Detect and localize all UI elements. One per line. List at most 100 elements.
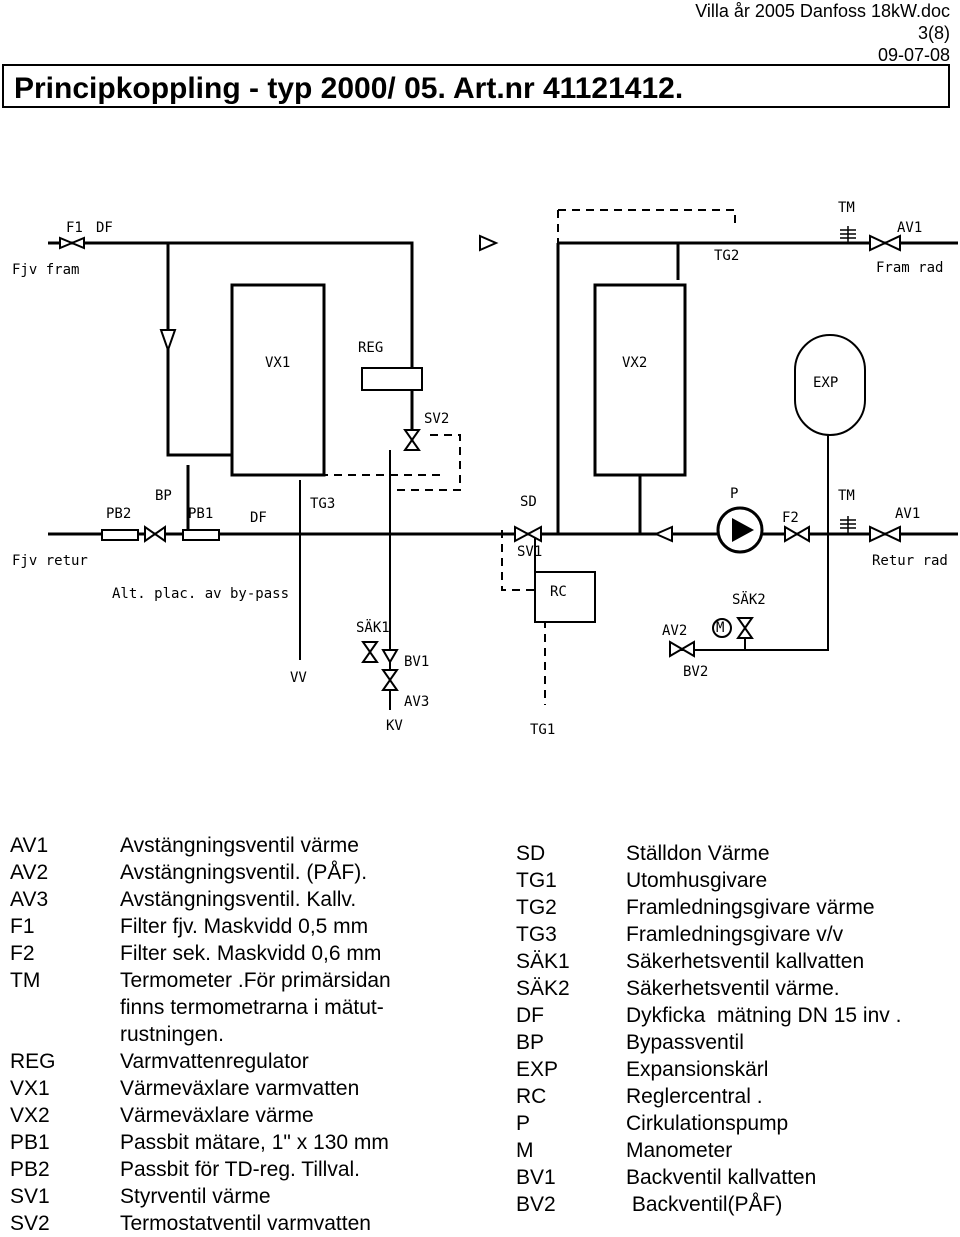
legend-description: Manometer [626,1139,733,1162]
label-sv2: SV2 [424,411,449,427]
label-df-bottom: DF [250,510,267,526]
reg-regulator [361,367,423,391]
vx2-heat-exchanger [593,283,687,477]
flow-arrow-left-icon [653,525,673,543]
label-reg: REG [358,340,383,356]
label-fjv-retur: Fjv retur [12,553,88,569]
legend-code: M [516,1139,534,1162]
label-tg2: TG2 [714,248,739,264]
vx1-heat-exchanger [230,283,326,477]
legend-description: Filter sek. Maskvidd 0,6 mm [120,942,382,965]
legend-description: Värmeväxlare värme [120,1104,314,1127]
label-vx2: VX2 [622,355,647,371]
label-sak2: SÄK2 [732,590,766,608]
rc-control-unit [534,571,596,623]
label-p: P [730,486,738,502]
legend-row: TM Termometer .För primärsidan [10,967,391,994]
flow-arrow-down-icon [159,329,177,354]
legend-row: finns termometrarna i mätut- [10,994,391,1021]
legend-description: Styrventil värme [120,1185,271,1208]
page-title: Principkoppling - typ 2000/ 05. Art.nr 4… [14,72,684,105]
label-fjv-fram: Fjv fram [12,262,79,278]
legend-code: F1 [10,915,35,938]
sv1-valve-icon [514,525,542,543]
sv2-valve-icon [403,429,421,451]
legend-description: Backventil kallvatten [626,1166,817,1189]
label-av2: AV2 [662,623,687,639]
label-bp: BP [155,488,172,504]
legend-code: BV1 [516,1166,556,1189]
legend-code: TM [10,969,41,992]
legend-row: M Manometer [516,1137,901,1164]
label-f2: F2 [782,510,799,526]
label-vv: VV [290,670,307,686]
tg2-signal-line [558,209,736,228]
legend-code: AV2 [10,861,49,884]
label-av3: AV3 [404,694,429,710]
label-tm-top: TM [838,200,855,216]
legend-row: BP Bypassventil [516,1029,901,1056]
legend-row: F1 Filter fjv. Maskvidd 0,5 mm [10,913,391,940]
exp-expansion-vessel [794,334,866,436]
legend-code: PB1 [10,1131,50,1154]
legend-code: SV2 [10,1212,50,1235]
legend-code: EXP [516,1058,559,1081]
f2-filter-icon [784,525,810,543]
legend-description: Cirkulationspump [626,1112,789,1135]
schematic-diagram: F1 DF Fjv fram VX1 REG SV2 VX2 TG2 TM AV… [12,200,958,738]
legend-description: Filter fjv. Maskvidd 0,5 mm [120,915,369,938]
legend-code: TG3 [516,923,557,946]
bv1-check-valve-icon [381,649,399,664]
label-sak1: SÄK1 [356,618,390,636]
tm-top-thermometer-icon [840,226,856,243]
legend-description: Säkerhetsventil värme. [626,977,840,1000]
label-fram-rad: Fram rad [876,260,943,276]
legend-description: Utomhusgivare [626,869,768,892]
legend-description: Termostatventil varmvatten [120,1212,371,1235]
document-filename: Villa år 2005 Danfoss 18kW.doc [695,1,950,21]
av1-top-valve-icon [869,234,901,252]
legend-code: VX1 [10,1077,50,1100]
legend-code [10,1021,120,1048]
legend-code: BV2 [516,1193,556,1216]
sd-signal-line [501,530,535,591]
legend-row: BV1 Backventil kallvatten [516,1164,901,1191]
label-av1-bottom: AV1 [895,506,920,522]
label-retur-rad: Retur rad [872,553,948,569]
legend-description: Bypassventil [626,1031,744,1054]
exp-pipe [680,420,829,651]
legend-code: PB2 [10,1158,50,1181]
legend-description: Reglercentral . [626,1085,763,1108]
legend-code: BP [516,1031,545,1054]
label-tg1: TG1 [530,722,555,738]
flow-arrow-icon [479,234,499,252]
label-tm-bottom: TM [838,488,855,504]
legend-row: SV2 Termostatventil varmvatten [10,1210,391,1237]
legend-description: Expansionskärl [626,1058,769,1081]
manometer-icon [712,618,732,638]
legend-description: rustningen. [120,1023,224,1046]
legend-description: Passbit för TD-reg. Tillval. [120,1158,361,1181]
label-tg3: TG3 [310,496,335,512]
pump-arrow-icon [732,518,754,542]
label-alt-plac: Alt. plac. av by-pass [112,586,289,602]
legend-code: DF [516,1004,544,1027]
legend-code: RC [516,1085,547,1108]
legend-description: Framledningsgivare v/v [626,923,844,946]
legend-description: Avstängningsventil värme [120,834,359,857]
label-pb1: PB1 [188,506,213,522]
legend-code: SD [516,842,546,865]
title-box: Principkoppling - typ 2000/ 05. Art.nr 4… [2,64,950,108]
label-rc: RC [550,584,567,600]
legend-description: Termometer .För primärsidan [120,969,391,992]
